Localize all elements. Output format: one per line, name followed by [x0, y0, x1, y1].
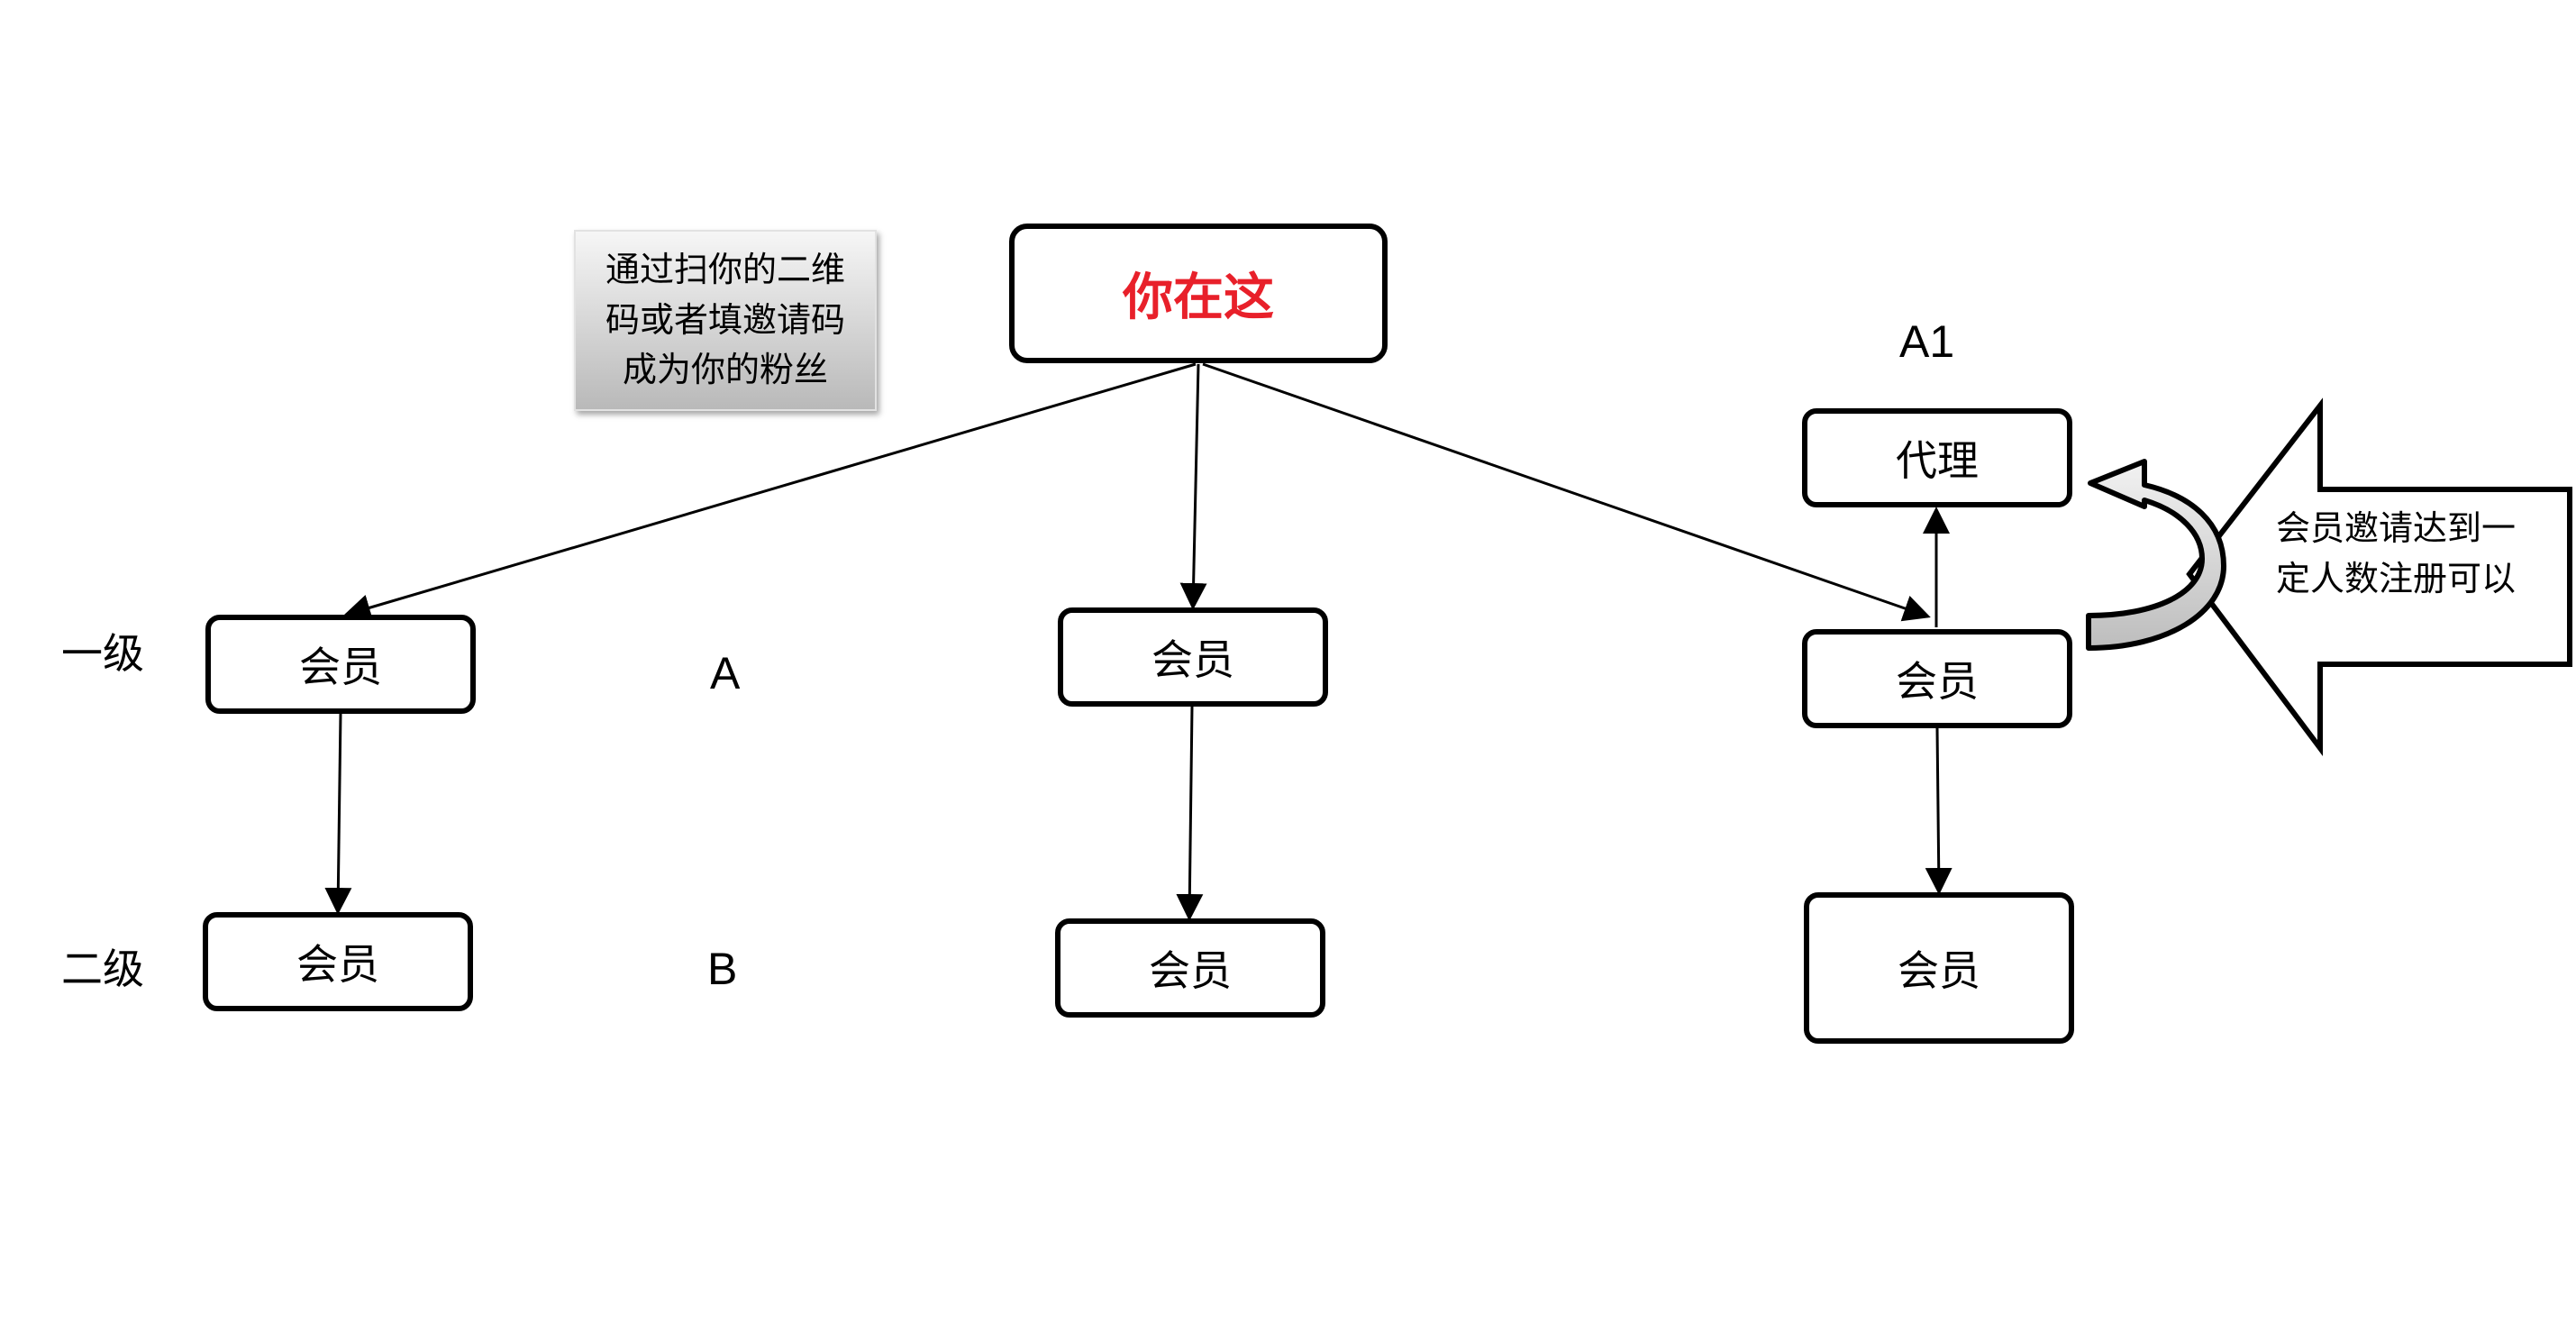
- invite-note-line-1: 通过扫你的二维: [605, 250, 845, 290]
- branch-label-b: B: [707, 944, 738, 994]
- curved-arrow-icon: [2086, 459, 2226, 651]
- level-1-label: 一级: [61, 629, 144, 678]
- col2-level1-member: 会员: [1058, 607, 1328, 707]
- col3-promoted-label: 代理: [1896, 436, 1979, 485]
- col1-level1-member: 会员: [205, 615, 476, 714]
- connector-root-col3: [1202, 362, 1931, 622]
- col3-level2-member: 会员: [1804, 892, 2074, 1044]
- col3-level2-label: 会员: [1898, 946, 1980, 995]
- col1-level2-label: 会员: [296, 940, 379, 989]
- promotion-callout-line-1: 会员邀请达到一: [2275, 508, 2516, 548]
- invite-note-line-2: 码或者填邀请码: [605, 299, 845, 340]
- col3-level1-member: 会员: [1802, 629, 2072, 728]
- col2-level2-member: 会员: [1055, 918, 1325, 1018]
- col1-level1-label: 会员: [299, 643, 382, 691]
- invite-note: 通过扫你的二维 码或者填邀请码 成为你的粉丝: [574, 230, 877, 411]
- branch-label-a: A: [710, 648, 741, 699]
- col2-level2-label: 会员: [1149, 946, 1232, 995]
- connector-root-col1: [343, 362, 1197, 621]
- col3-level1-label: 会员: [1896, 657, 1979, 706]
- left-arrow-callout: [2186, 397, 2572, 756]
- connector-root-col2: [1179, 363, 1207, 610]
- root-node: 你在这: [1009, 224, 1388, 363]
- col2-level1-label: 会员: [1151, 635, 1234, 684]
- level-2-label: 二级: [61, 945, 144, 993]
- invite-note-line-3: 成为你的粉丝: [622, 350, 828, 390]
- branch-label-a1: A1: [1899, 316, 1955, 367]
- connector-col3-level2: [1925, 727, 1952, 895]
- col1-level2-member: 会员: [203, 912, 473, 1011]
- connector-col1-level2: [324, 713, 352, 915]
- root-node-label: 你在这: [1123, 269, 1274, 327]
- promotion-callout-line-2: 定人数注册可以: [2275, 558, 2516, 598]
- connector-col2-level2: [1176, 706, 1204, 921]
- promotion-callout-text: 会员邀请达到一 定人数注册可以: [2256, 508, 2535, 599]
- col3-promoted-agent: 代理: [1802, 408, 2072, 507]
